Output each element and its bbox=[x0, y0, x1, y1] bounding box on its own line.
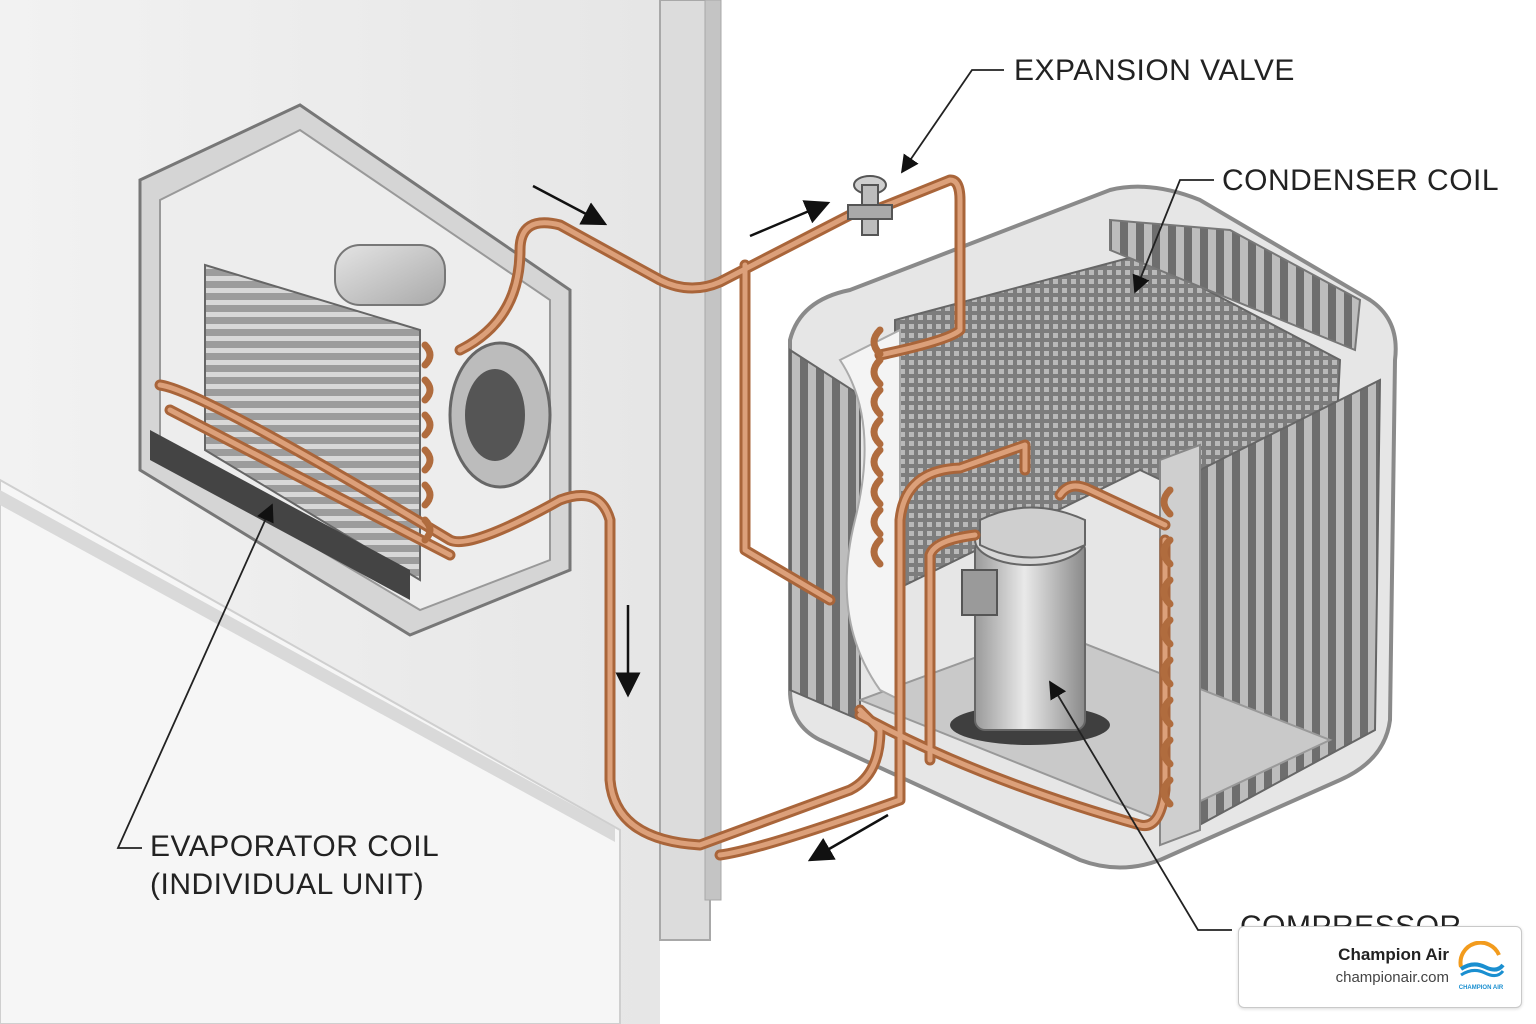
blower-motor bbox=[334, 244, 446, 306]
evaporator-fins bbox=[204, 263, 421, 582]
condenser-coil-label: CONDENSER COIL bbox=[1222, 164, 1500, 197]
leader-condenser bbox=[1132, 179, 1214, 294]
evaporator-unit bbox=[138, 103, 572, 637]
flow-arrow-4 bbox=[807, 813, 889, 862]
evaporator-coil-label: EVAPORATOR COIL (INDIVIDUAL UNIT) bbox=[150, 828, 439, 903]
condenser-side-grille-left bbox=[789, 348, 861, 722]
compressor-label: COMPRESSOR bbox=[1240, 910, 1462, 928]
leader-compressor bbox=[1049, 680, 1232, 931]
flow-arrows bbox=[532, 184, 889, 862]
floor bbox=[0, 478, 621, 1024]
leader-lines bbox=[116, 69, 1232, 931]
flow-arrow-1 bbox=[532, 184, 608, 226]
leader-evaporator bbox=[116, 503, 274, 849]
condenser-top-grille bbox=[1109, 218, 1362, 352]
refrigerant-lines bbox=[154, 174, 1174, 861]
floor-ledge bbox=[0, 490, 615, 842]
wall-column bbox=[659, 0, 711, 941]
badge-company-name: Champion Air bbox=[1338, 945, 1449, 964]
expansion-valve-body bbox=[847, 175, 893, 236]
badge-url[interactable]: championair.com bbox=[1335, 969, 1449, 986]
expansion-valve-label: EXPANSION VALVE bbox=[1014, 54, 1295, 87]
champion-air-badge[interactable]: Champion Air championair.com CHAMPION AI… bbox=[1238, 926, 1522, 1008]
leader-expansion bbox=[900, 69, 1004, 174]
champion-air-logo-icon: CHAMPION AIR bbox=[1458, 941, 1505, 991]
evaporator-label-line2: (INDIVIDUAL UNIT) bbox=[150, 867, 425, 901]
condenser-unit bbox=[788, 184, 1398, 870]
logo-text: CHAMPION AIR bbox=[1459, 985, 1504, 991]
flow-arrow-2 bbox=[749, 200, 831, 238]
evaporator-label-line1: EVAPORATOR COIL bbox=[150, 830, 440, 863]
wall-column-edge bbox=[704, 0, 722, 901]
